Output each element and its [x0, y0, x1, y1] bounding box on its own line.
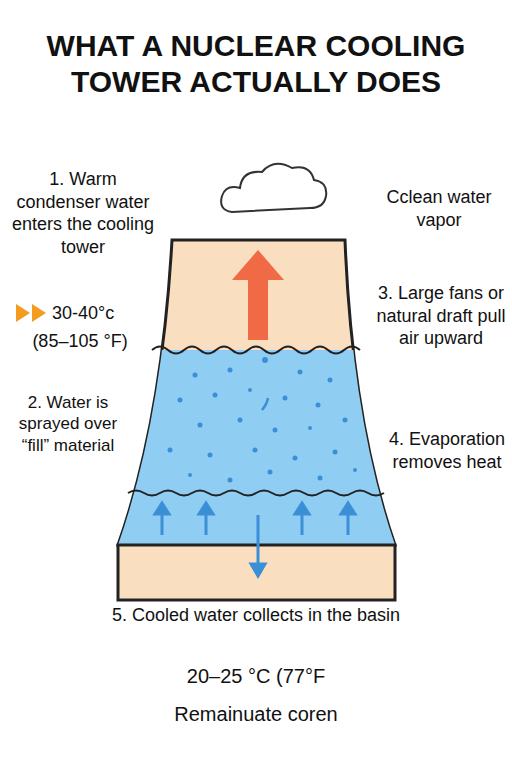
water-droplets: [168, 357, 358, 483]
title: WHAT A NUCLEAR COOLING TOWER ACTUALLY DO…: [16, 28, 496, 100]
note-label: Remainuate coren: [96, 702, 416, 727]
temperature-label: (85–105 °F): [10, 330, 150, 353]
temperature-label: 30-40°c: [52, 302, 152, 325]
step-label: 5. Cooled water collects in the basin: [96, 604, 416, 627]
temperature-marker: [16, 304, 46, 322]
step-label: 3. Large fans or natural draft pull air …: [374, 282, 508, 350]
air-inflow-arrows: [155, 503, 355, 535]
temperature-label: 20–25 °C (77°F: [96, 664, 416, 689]
vapor-cloud: [221, 164, 326, 212]
air-arrow: [232, 250, 284, 340]
step-label: 1. Warm condenser water enters the cooli…: [8, 168, 158, 258]
vapor-label: Cclean water vapor: [372, 186, 506, 231]
water-surface: [152, 347, 360, 354]
water-region: [100, 350, 420, 550]
water-down-arrow: [251, 515, 265, 576]
fill-line: [128, 491, 384, 496]
step-label: 2. Water is sprayed over “fill” material: [4, 392, 132, 456]
step-label: 4. Evaporation removes heat: [386, 428, 508, 473]
